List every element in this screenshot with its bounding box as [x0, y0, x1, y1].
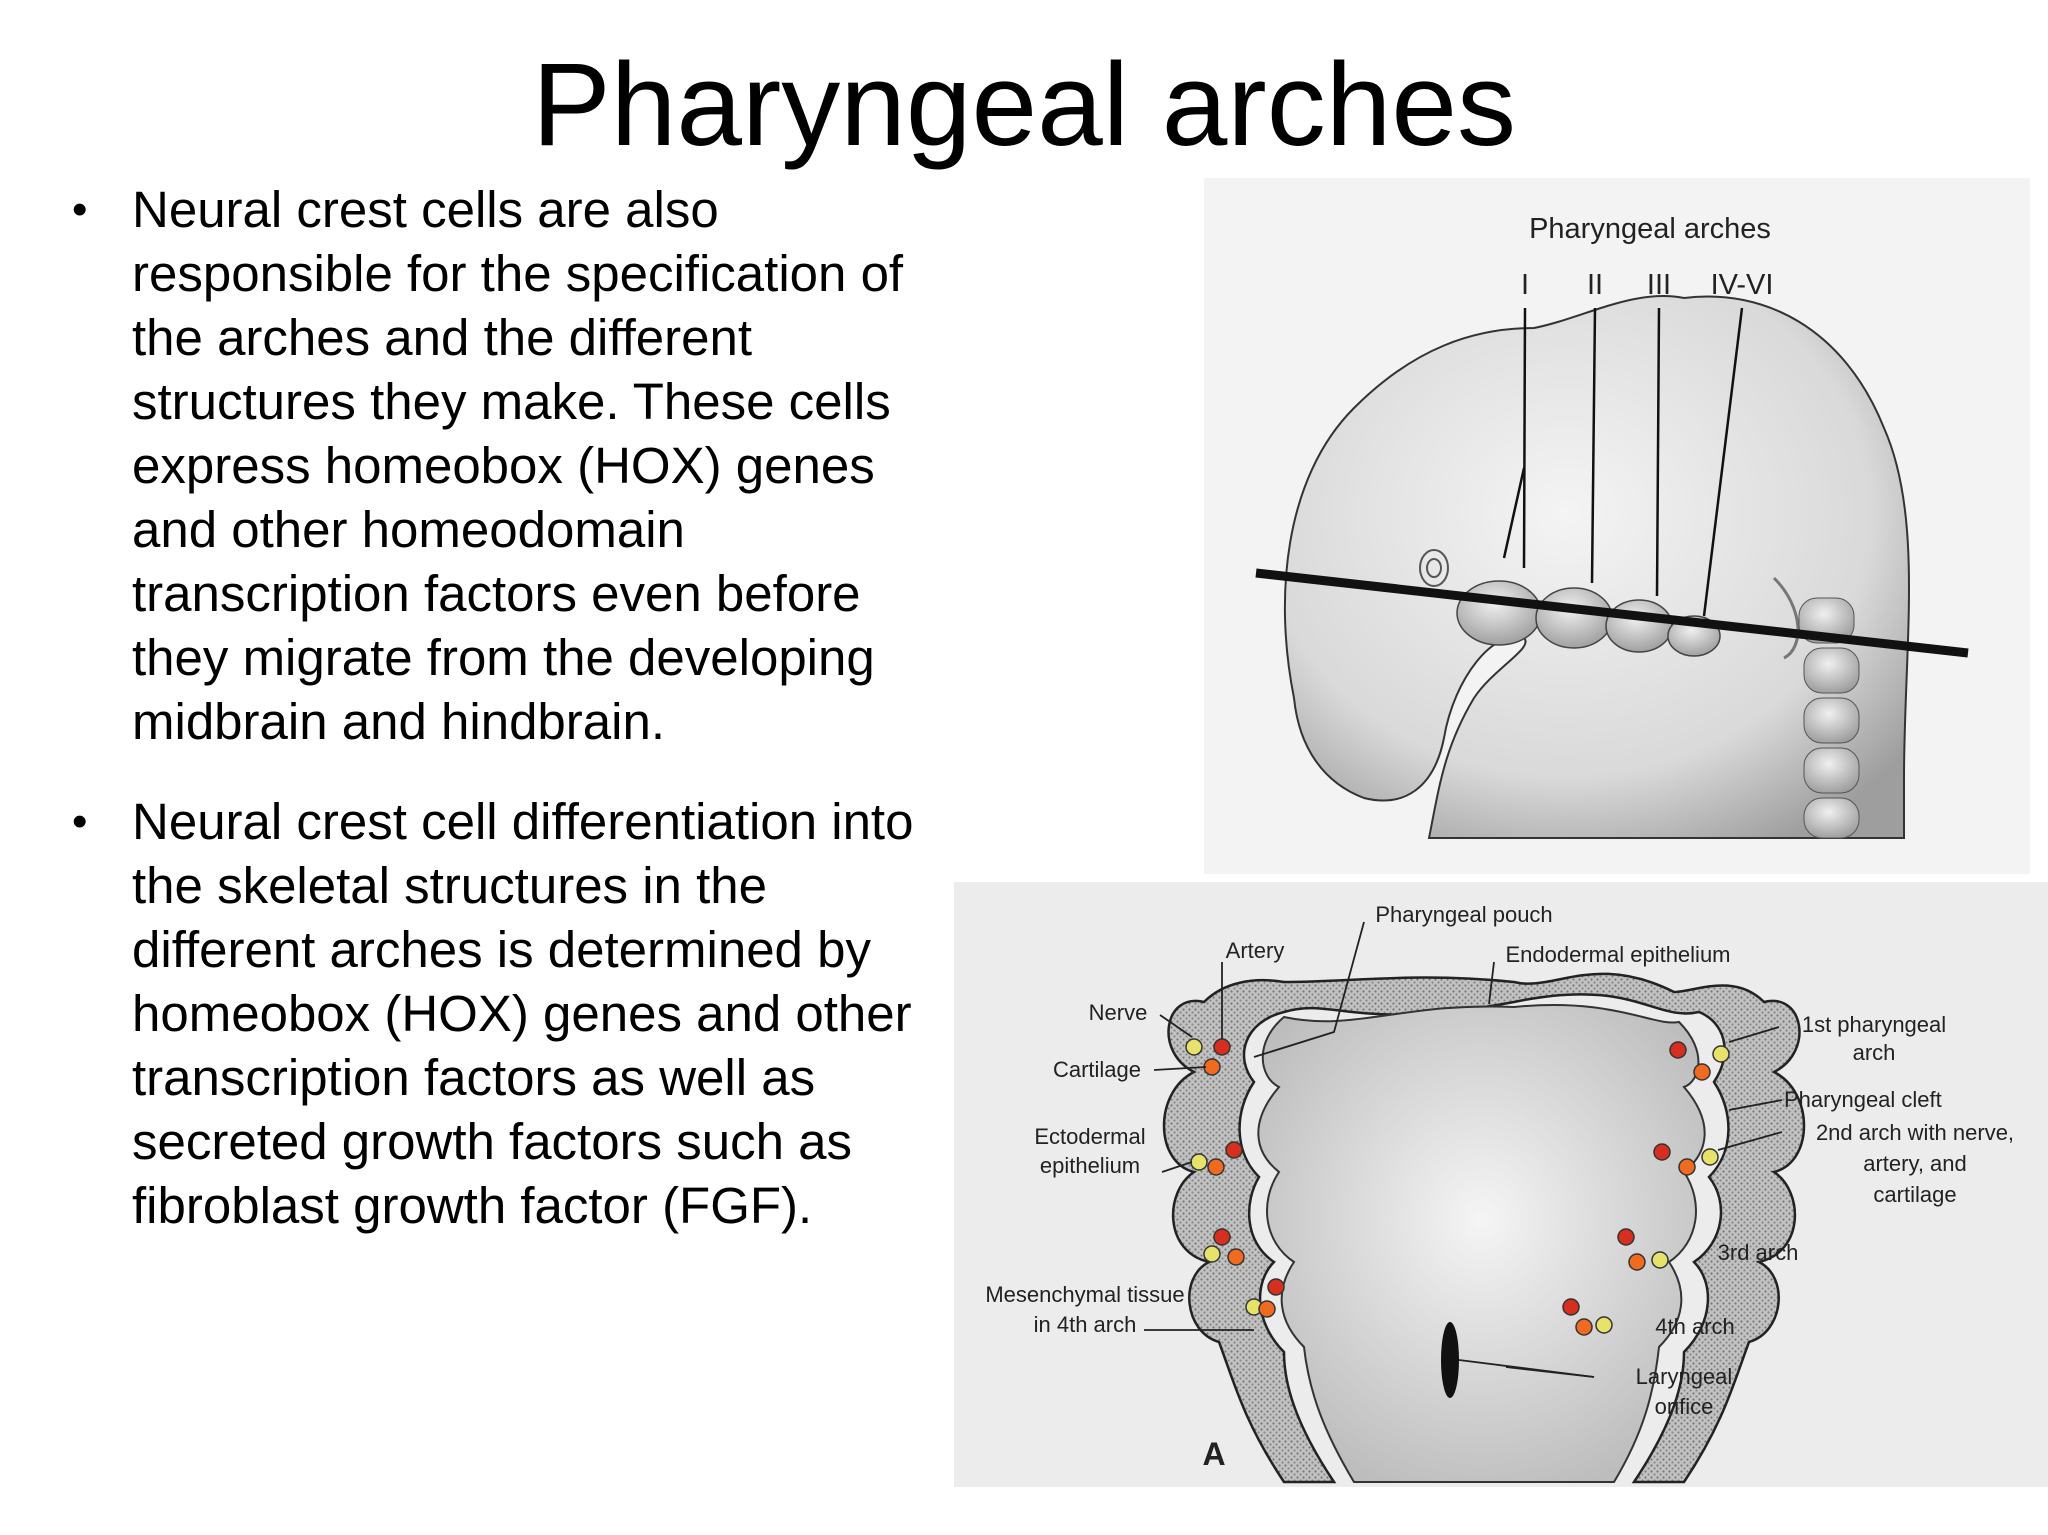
leader-lines — [1144, 921, 1783, 1378]
bullet-item: • Neural crest cells are also responsibl… — [62, 178, 962, 754]
arch-vessels-right — [1562, 1041, 1730, 1336]
label-third-arch: 3rd arch — [1718, 1240, 1799, 1265]
label-mesenchymal-line1: Mesenchymal tissue — [985, 1282, 1184, 1307]
label-second-arch-line1: 2nd arch with nerve, — [1816, 1120, 2014, 1145]
section-plane-line — [1255, 568, 1969, 658]
arch-vessels-left — [1185, 1038, 1285, 1318]
bullet-text: Neural crest cells are also responsible … — [132, 181, 904, 750]
eye-placode — [1419, 549, 1449, 587]
arch-label-4: IV-VI — [1711, 269, 1774, 301]
bullet-dot-icon: • — [72, 797, 88, 846]
bullet-item: • Neural crest cell differentiation into… — [62, 790, 962, 1238]
arch-label-1: I — [1521, 269, 1529, 301]
pharynx-wall — [1162, 972, 1806, 1484]
arch-label-2: II — [1587, 269, 1603, 301]
label-fourth-arch: 4th arch — [1655, 1314, 1735, 1339]
label-first-arch-line1: 1st pharyngeal — [1802, 1012, 1946, 1037]
arch-pointer-lines — [1502, 307, 1744, 617]
laryngeal-orifice-shape — [1441, 1322, 1459, 1398]
label-pharyngeal-pouch: Pharyngeal pouch — [1375, 902, 1552, 927]
label-endodermal-epithelium: Endodermal epithelium — [1505, 942, 1730, 967]
label-ectodermal-line1: Ectodermal — [1034, 1124, 1145, 1149]
label-laryngeal-line1: Laryngeal — [1636, 1364, 1733, 1389]
embryo-limb-groove — [1772, 576, 1800, 660]
label-ectodermal-line2: epithelium — [1040, 1153, 1140, 1178]
label-laryngeal-line2: orifice — [1655, 1394, 1714, 1419]
slide-title: Pharyngeal arches — [532, 39, 1516, 171]
pharynx-section-figure: Pharyngeal pouch Artery Endodermal epith… — [954, 882, 2048, 1487]
label-first-arch-line2: arch — [1853, 1040, 1896, 1065]
arch-label-3: III — [1647, 269, 1671, 301]
embryo-arches-figure: Pharyngeal arches I II III IV-VI — [1204, 178, 2030, 874]
panel-letter: A — [1202, 1436, 1225, 1472]
label-second-arch-line3: cartilage — [1873, 1182, 1956, 1207]
label-artery: Artery — [1226, 938, 1285, 963]
pharynx-lumen — [1257, 1003, 1706, 1483]
embryo-body — [1283, 295, 1910, 839]
bullet-list: • Neural crest cells are also responsibl… — [62, 178, 962, 1274]
bullet-dot-icon: • — [72, 185, 88, 234]
pharynx-section-drawing: Pharyngeal pouch Artery Endodermal epith… — [954, 882, 2048, 1487]
label-mesenchymal-line2: in 4th arch — [1034, 1312, 1137, 1337]
label-cartilage: Cartilage — [1053, 1057, 1141, 1082]
somites — [1798, 597, 1860, 839]
bullet-text: Neural crest cell differentiation into t… — [132, 793, 914, 1234]
label-pharyngeal-cleft: Pharyngeal cleft — [1784, 1087, 1942, 1112]
label-second-arch-line2: artery, and — [1863, 1151, 1967, 1176]
label-nerve: Nerve — [1089, 1000, 1148, 1025]
embryo-drawing: Pharyngeal arches I II III IV-VI — [1204, 178, 2030, 874]
figure-heading: Pharyngeal arches — [1529, 213, 1771, 245]
